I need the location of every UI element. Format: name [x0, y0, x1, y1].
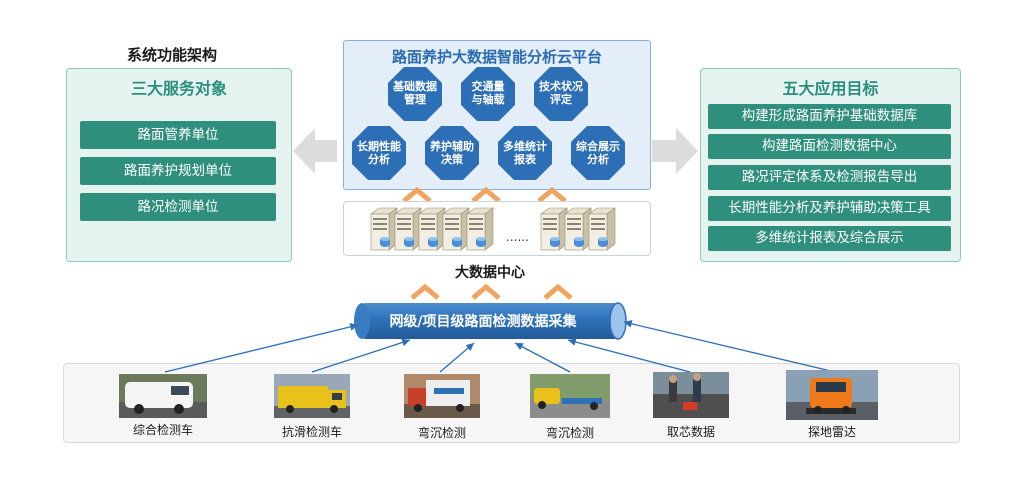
service-target-item: 路面管养单位 — [80, 121, 276, 149]
source-caption: 综合检测车 — [132, 423, 193, 437]
pipe-label: 网级/项目级路面检测数据采集 — [389, 314, 577, 330]
inspection-van-image — [119, 374, 207, 418]
source-caption: 探地雷达 — [807, 425, 856, 439]
module-label-line: 基础数据 — [393, 80, 437, 93]
module-label-line: 分析 — [368, 153, 390, 166]
module-decision-label: 养护辅助 决策 — [422, 140, 482, 166]
module-label-line: 决策 — [441, 153, 463, 166]
service-targets-title: 三大服务对象 — [130, 79, 227, 98]
left-flow-arrow-icon — [293, 128, 337, 174]
page-title: 系统功能架构 — [127, 46, 218, 64]
right-flow-arrow-icon — [652, 128, 698, 174]
module-label-line: 交通量 — [471, 80, 505, 93]
source-caption: 弯沉检测 — [417, 426, 466, 440]
module-label-line: 养护辅助 — [430, 140, 474, 153]
upward-chevrons-icon — [402, 187, 567, 203]
module-performance-label: 长期性能 分析 — [349, 140, 409, 166]
application-goal-item: 构建路面检测数据中心 — [708, 134, 951, 159]
data-center-label: 大数据中心 — [455, 265, 525, 281]
servers-ellipsis: ...... — [506, 230, 529, 244]
source-caption: 弯沉检测 — [545, 426, 594, 440]
module-label-line: 与轴载 — [471, 93, 505, 106]
deflection-test-vehicle-image — [530, 374, 610, 418]
source-caption: 抗滑检测车 — [281, 425, 342, 439]
module-label-line: 报表 — [514, 153, 536, 166]
module-display-label: 综合展示 分析 — [568, 140, 628, 166]
service-target-item: 路面养护规划单位 — [80, 157, 276, 185]
module-label-line: 管理 — [404, 93, 426, 106]
module-basic-data-label: 基础数据 管理 — [385, 80, 445, 106]
service-target-item: 路况检测单位 — [80, 193, 276, 221]
module-label-line: 分析 — [587, 153, 609, 166]
module-label-line: 长期性能 — [357, 140, 401, 153]
deflection-test-truck-image — [404, 374, 480, 418]
upward-chevrons-icon — [410, 284, 573, 300]
application-goal-item: 多维统计报表及综合展示 — [708, 226, 951, 251]
application-goals-title: 五大应用目标 — [782, 79, 879, 98]
application-goal-item: 路况评定体系及检测报告导出 — [708, 165, 951, 190]
application-goal-item: 构建形成路面养护基础数据库 — [708, 104, 951, 129]
data-collection-pipe — [354, 302, 627, 340]
module-label-line: 技术状况 — [539, 80, 583, 93]
skid-resistance-truck-image — [274, 374, 350, 418]
module-label-line: 多维统计 — [503, 140, 547, 153]
module-condition-label: 技术状况 评定 — [531, 80, 591, 106]
service-targets-panel: 三大服务对象 路面管养单位 路面养护规划单位 路况检测单位 — [66, 68, 292, 262]
module-traffic-label: 交通量 与轴载 — [458, 80, 518, 106]
ground-penetrating-radar-image — [786, 370, 878, 420]
source-caption: 取芯数据 — [666, 425, 715, 439]
application-goals-panel: 五大应用目标 构建形成路面养护基础数据库 构建路面检测数据中心 路况评定体系及检… — [700, 68, 961, 262]
module-statistics-label: 多维统计 报表 — [495, 140, 555, 166]
module-label-line: 综合展示 — [576, 140, 620, 153]
cloud-platform-title: 路面养护大数据智能分析云平台 — [391, 48, 602, 66]
application-goal-item: 长期性能分析及养护辅助决策工具 — [708, 196, 951, 221]
core-sampling-image — [653, 372, 729, 418]
module-label-line: 评定 — [550, 93, 572, 106]
